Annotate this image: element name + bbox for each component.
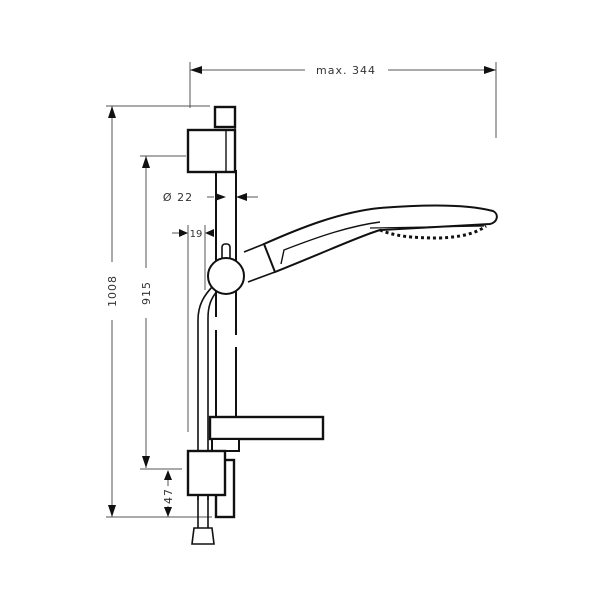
width-dimension: max. 344	[189, 62, 497, 138]
offset-19-label: 19	[190, 229, 203, 240]
hose-connector	[191, 495, 215, 545]
wall-bracket-top	[186, 105, 237, 174]
slider-joint	[207, 243, 245, 295]
width-label: max. 344	[316, 64, 376, 77]
offset-47-dimension: 47	[162, 470, 175, 517]
hand-shower	[243, 204, 498, 283]
height-915-dimension: 915	[140, 155, 186, 470]
soap-dish	[208, 415, 325, 452]
offset-47-label: 47	[162, 488, 175, 504]
shower-hose	[197, 284, 219, 500]
height-1008-label: 1008	[106, 275, 119, 307]
diameter-dimension: Ø 22	[163, 191, 258, 204]
wall-bracket-bottom	[186, 449, 236, 519]
height-915-label: 915	[140, 281, 153, 305]
slide-rail	[215, 170, 237, 420]
offset-19-dimension: 19	[172, 225, 214, 432]
diameter-label: Ø 22	[163, 191, 193, 204]
height-1008-dimension: 1008	[106, 105, 212, 518]
